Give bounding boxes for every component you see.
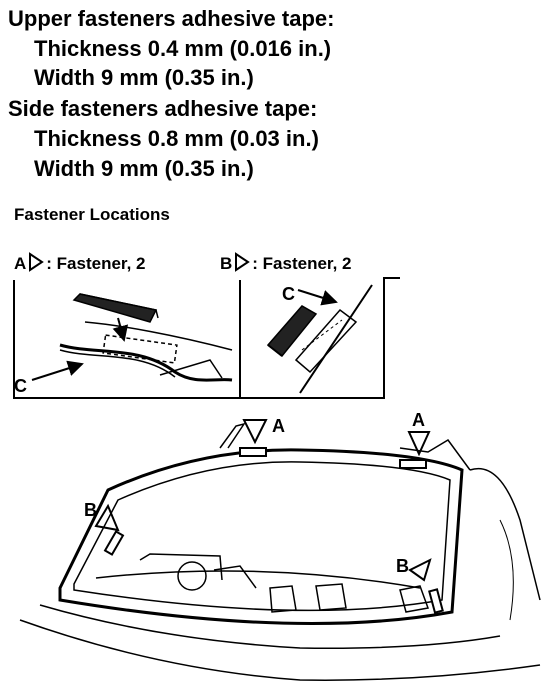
upper-tape-width: Width 9 mm (0.35 in.) (34, 65, 254, 90)
legend-a-text: : Fastener, 2 (46, 254, 146, 273)
legend-a-letter: A (14, 254, 27, 273)
legend-b: B : Fastener, 2 (220, 252, 352, 274)
callout-b-right: B (396, 556, 409, 576)
side-tape-thickness: Thickness 0.8 mm (0.03 in.) (34, 126, 319, 151)
callout-b-left: B (84, 500, 97, 520)
upper-tape-heading: Upper fasteners adhesive tape: (8, 6, 335, 31)
detail-a-fastener (31, 293, 233, 382)
callout-a-left: A (272, 416, 285, 436)
legend-b-text: : Fastener, 2 (252, 254, 352, 273)
rear-window-view (19, 419, 541, 681)
detail-b-fastener (266, 284, 373, 394)
side-tape-heading: Side fasteners adhesive tape: (8, 96, 318, 121)
callout-c-right: C (282, 284, 295, 304)
upper-tape-thickness: Thickness 0.4 mm (0.016 in.) (34, 36, 332, 61)
triangle-marker-icon (29, 252, 45, 272)
side-tape-width: Width 9 mm (0.35 in.) (34, 156, 254, 181)
triangle-marker-icon (235, 252, 251, 272)
legend-a: A : Fastener, 2 (14, 252, 146, 274)
callout-c-left: C (14, 376, 27, 396)
detail-inset (13, 277, 400, 399)
callout-a-right: A (412, 410, 425, 430)
section-title: Fastener Locations (14, 205, 170, 224)
legend-b-letter: B (220, 254, 233, 273)
